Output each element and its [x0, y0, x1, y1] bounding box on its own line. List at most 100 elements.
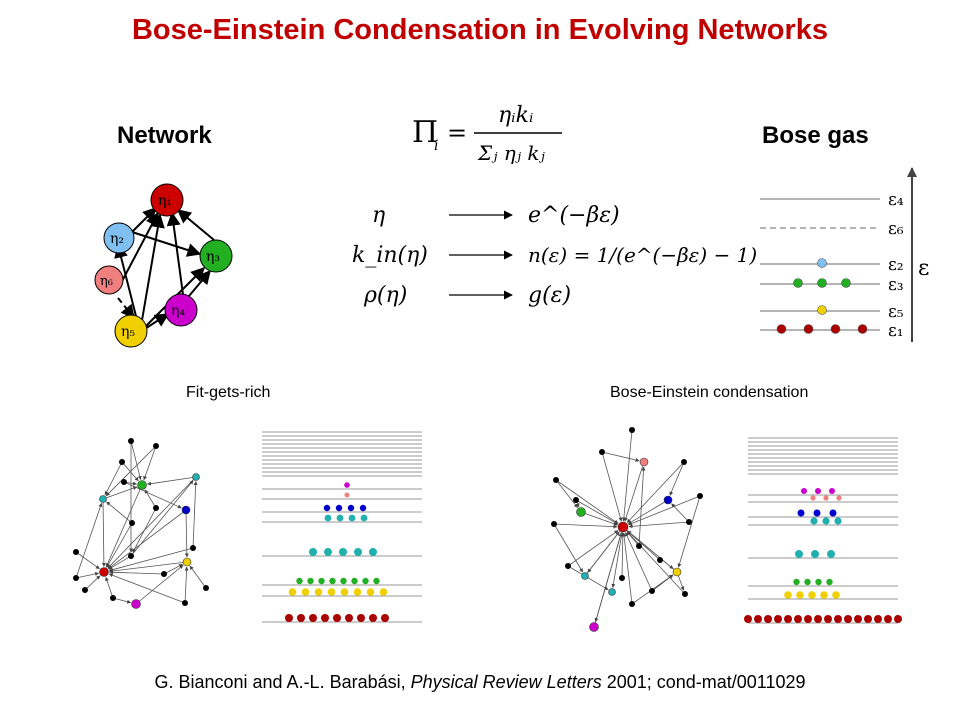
network-node: [629, 427, 635, 433]
network-node: [629, 601, 635, 607]
level-particle: [754, 615, 762, 623]
network-edge: [621, 429, 633, 522]
network-node: [599, 449, 605, 455]
network-node: [73, 575, 79, 581]
level-particle: [324, 548, 332, 556]
level-particle: [822, 517, 830, 525]
level-particle: [834, 517, 842, 525]
boson-particle: [857, 324, 868, 334]
network-node: [573, 497, 579, 503]
level-particle: [836, 495, 842, 501]
network-node: [697, 493, 703, 499]
fit-gets-rich-caption: Fit-gets-rich: [186, 384, 271, 401]
network-edge: [108, 547, 194, 572]
network-node: [182, 557, 192, 567]
network-edge: [109, 561, 188, 573]
network-node: [129, 520, 135, 526]
mapping-right-1: n(ε) = 1/(e^(−βε) − 1): [528, 243, 757, 267]
network-edge: [627, 499, 669, 525]
network-edge: [107, 476, 197, 569]
level-particle: [347, 504, 355, 512]
network-edge: [587, 526, 624, 573]
network-edge: [123, 481, 182, 509]
network-node: [553, 477, 559, 483]
network-edge: [184, 509, 189, 558]
mapping-left-1: k_in(η): [352, 243, 428, 268]
network-node: [181, 505, 191, 515]
energy-level-label-0: ε₄: [888, 190, 904, 210]
level-particle: [795, 550, 803, 558]
network-edge: [75, 551, 100, 570]
network-node: [682, 591, 688, 597]
node-eta6-label: η₆: [100, 274, 113, 289]
network-edge: [594, 526, 624, 623]
network-node: [581, 572, 589, 580]
level-particle: [814, 615, 822, 623]
network-node: [619, 575, 625, 581]
network-edge: [628, 521, 690, 529]
network-node: [190, 545, 196, 551]
network-node: [672, 567, 682, 577]
network-edge: [620, 532, 625, 579]
boson-particle: [793, 278, 803, 288]
boson-particle: [776, 324, 787, 334]
energy-level-label-3: ε₃: [888, 275, 904, 295]
node-eta3: η₃: [199, 239, 233, 273]
mapping-rows: η e^(−βε) k_in(η) n(ε) = 1/(e^(−βε) − 1)…: [352, 203, 757, 308]
network-node: [192, 473, 200, 481]
level-particle: [874, 615, 882, 623]
level-particle: [796, 591, 804, 599]
citation-year: 2001; cond-mat/0011029: [601, 672, 806, 692]
node-eta4-label: η₄: [171, 303, 185, 319]
network-edge: [651, 574, 674, 592]
network-node: [99, 567, 109, 577]
network-edge: [555, 479, 578, 508]
network-node: [686, 519, 692, 525]
citation-journal: Physical Review Letters: [410, 672, 602, 692]
node-eta1-label: η₁: [158, 193, 172, 209]
boson-particle: [817, 305, 827, 315]
network-node: [119, 459, 125, 465]
network-edge: [130, 440, 142, 481]
boson-particle: [817, 258, 827, 268]
network-edge: [104, 461, 123, 496]
mapping-left-2: ρ(η): [363, 283, 407, 308]
network-node: [617, 521, 629, 533]
boson-particle: [841, 278, 851, 288]
bec-caption: Bose-Einstein condensation: [610, 384, 809, 401]
network-node: [663, 495, 673, 505]
formula-equals: =: [447, 119, 467, 147]
network-edge: [109, 570, 165, 575]
level-particle: [373, 577, 380, 585]
formula-pi: Π: [412, 115, 438, 150]
bec-network: [551, 427, 703, 632]
network-edge: [144, 489, 157, 509]
network-node: [128, 438, 134, 444]
level-particle: [894, 615, 902, 623]
network-edge: [112, 597, 132, 604]
level-particle: [329, 577, 336, 585]
level-particle: [844, 615, 852, 623]
network-edge: [163, 563, 183, 575]
level-particle: [333, 614, 341, 622]
node-eta3-label: η₃: [206, 249, 220, 265]
network-edge: [627, 530, 661, 561]
level-particle: [820, 591, 828, 599]
network-heading: Network: [117, 122, 212, 149]
level-particle: [804, 578, 811, 586]
energy-level-label-4: ε₅: [888, 302, 904, 322]
level-particle: [793, 578, 800, 586]
network-node: [649, 588, 655, 594]
level-particle: [336, 514, 344, 522]
level-particle: [813, 509, 821, 517]
network-edge: [105, 484, 143, 568]
network-edge: [580, 511, 618, 526]
level-particle: [321, 614, 329, 622]
level-particle: [285, 614, 293, 622]
network-edge: [669, 461, 685, 496]
level-particle: [381, 614, 389, 622]
node-eta4: η₄: [164, 293, 198, 327]
network-edge: [601, 451, 640, 462]
